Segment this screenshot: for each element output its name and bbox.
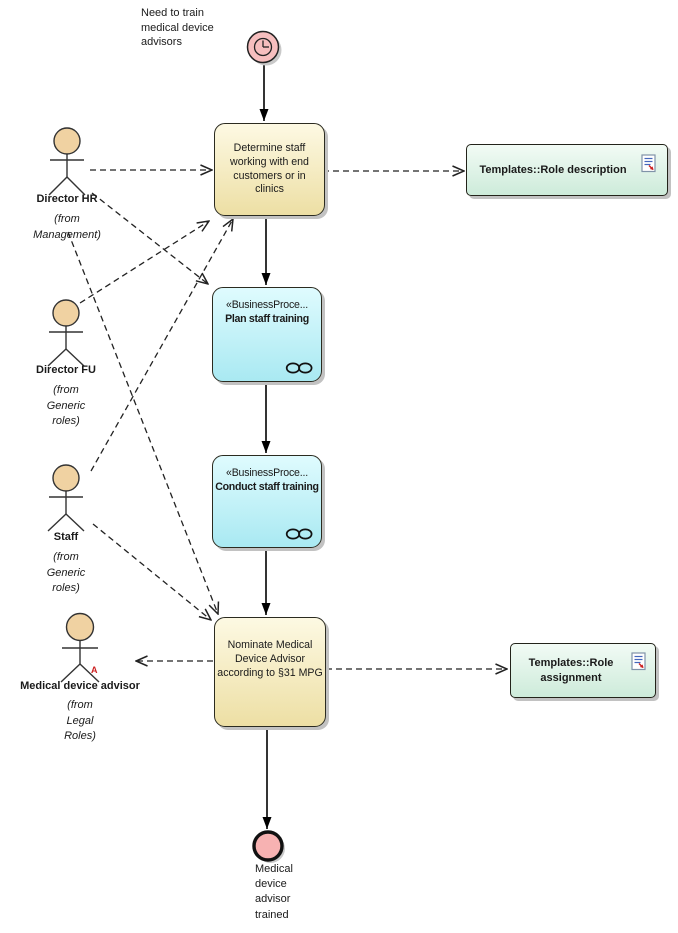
actor-label-director-fu: Director FU <box>36 364 96 376</box>
start-event-note: Need to train medical device advisors <box>141 7 214 49</box>
activity-plan-staff-training[interactable]: «BusinessProce... Plan staff training <box>212 287 322 382</box>
dep-hr-to-plan[interactable] <box>91 192 208 284</box>
actor-director-hr-figure[interactable] <box>48 127 86 196</box>
end-event[interactable] <box>252 830 285 863</box>
actor-label-staff: Staff <box>53 531 79 543</box>
actor-head <box>65 612 95 642</box>
artifact-role-description[interactable]: Templates::Role description <box>466 144 668 196</box>
artifact-name: Templates::Role assignment <box>528 657 614 684</box>
actor-head <box>53 127 81 155</box>
artifact-role-assignment[interactable]: Templates::Role assignment <box>510 643 656 698</box>
activity-determine-staff[interactable]: Determine staff working with end custome… <box>214 123 325 216</box>
actor-label-medical-device-advisor: Medical device advisor <box>20 680 140 692</box>
activity-conduct-staff-training[interactable]: «BusinessProce... Conduct staff training <box>212 455 322 548</box>
dep-staff-to-determine[interactable] <box>90 219 233 472</box>
advisor-red-a-marker: A <box>91 665 98 675</box>
linked-circles-icon <box>285 528 313 540</box>
dep-fu-to-determine[interactable] <box>79 221 209 304</box>
linked-circles-icon <box>285 362 313 374</box>
activity-name: Plan staff training <box>225 312 309 325</box>
actor-head <box>52 464 80 492</box>
activity-name: Nominate Medical Device Advisor accordin… <box>217 639 323 679</box>
actor-from-staff: (from Generic roles) <box>46 551 86 595</box>
start-event-timer[interactable] <box>246 30 282 66</box>
actor-from-director-hr: (from Management) <box>33 213 101 241</box>
actor-director-fu-figure[interactable] <box>47 299 85 367</box>
actor-from-medical-device-advisor: (from Legal Roles) <box>64 699 96 743</box>
activity-stereotype: «BusinessProce... <box>226 467 308 479</box>
actor-label-director-hr: Director HR <box>36 193 98 205</box>
activity-name: Conduct staff training <box>215 480 319 493</box>
artifact-name: Templates::Role description <box>479 163 627 176</box>
dep-hr-to-nominate[interactable] <box>67 231 218 614</box>
actor-from-director-fu: (from Generic roles) <box>46 384 86 428</box>
actor-staff-figure[interactable] <box>47 464 85 532</box>
activity-nominate-advisor[interactable]: Nominate Medical Device Advisor accordin… <box>214 617 326 727</box>
activity-stereotype: «BusinessProce... <box>226 299 308 311</box>
document-icon <box>641 154 656 173</box>
actor-head <box>52 299 80 327</box>
end-event-label: Medical device advisor trained <box>255 863 293 921</box>
activity-name: Determine staff working with end custome… <box>230 141 309 196</box>
timer-clock-icon <box>253 37 273 57</box>
document-icon <box>631 652 646 671</box>
actor-medical-device-advisor-figure[interactable] <box>60 612 100 683</box>
dep-staff-to-nominate[interactable] <box>92 523 211 620</box>
